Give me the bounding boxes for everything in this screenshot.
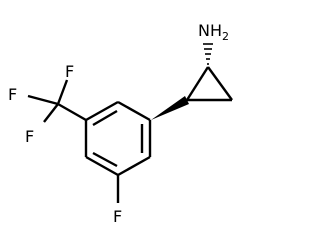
amine-nitrogen: N [198, 21, 210, 40]
aryl-fluorine: F [113, 207, 122, 226]
ring-double-bond-c4-c5 [92, 151, 118, 168]
trifluoromethyl-group: F F F [8, 62, 87, 146]
bond-ring-cf3 [57, 102, 87, 122]
amine-group: NH2 [198, 21, 229, 65]
ring-double-bond-c2-c3 [92, 109, 118, 127]
bond-cf3-f-left [27, 94, 59, 106]
aryl-fluoro-substituent: F [113, 175, 122, 226]
cyclopropane-ring [151, 66, 233, 120]
ring-bond-c1-c2 [117, 100, 151, 122]
amine-hydrogen: H [210, 21, 222, 40]
cyclopropane-bond-c1-c2 [185, 66, 210, 101]
ring-bond-c5-c6 [117, 155, 151, 177]
amine-label: NH2 [198, 21, 229, 43]
cf3-fluorine-left: F [8, 85, 17, 104]
ring-bond-c4-c5 [85, 155, 119, 177]
cf3-fluorine-top: F [65, 62, 74, 81]
amine-hydrogen-count: 2 [222, 30, 229, 43]
bond-cf3-f-top [56, 79, 69, 105]
cyclopropane-bond-c2-c3 [207, 66, 233, 101]
bond-cf3-f-bottom [43, 103, 59, 123]
structure-diagram: F F F F NH2 [8, 21, 233, 226]
ring-bond-c2-c3 [85, 100, 119, 122]
aryl-solid-wedge-bond [151, 96, 189, 120]
benzene-ring [84, 100, 152, 177]
cf3-fluorine-bottom: F [25, 127, 34, 146]
amine-hashed-wedge-bond [203, 43, 213, 65]
